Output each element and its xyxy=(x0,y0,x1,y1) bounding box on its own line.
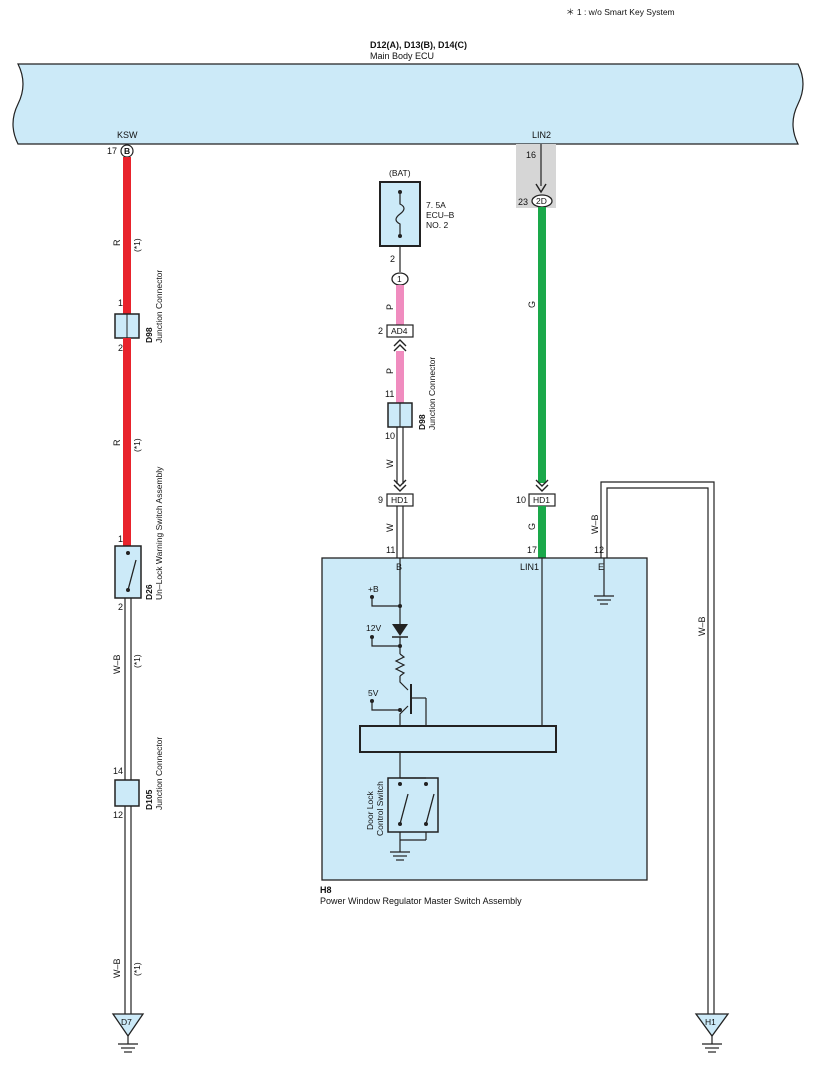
fuse-source: (BAT) xyxy=(389,168,411,178)
h8-5v-label: 5V xyxy=(368,688,379,698)
w-wire-1-label: W xyxy=(385,459,395,468)
ground-h1-label: H1 xyxy=(705,1017,716,1027)
ecu-name: Main Body ECU xyxy=(370,51,434,61)
ksw-connector-label: B xyxy=(124,146,130,156)
wb-left-label-b: W–B xyxy=(112,958,122,978)
hd1-left-pin: 9 xyxy=(378,495,383,505)
ecu-term-lin2: LIN2 xyxy=(532,130,551,140)
green-wire-2-label: G xyxy=(527,523,537,530)
lin2-arrow xyxy=(535,183,547,194)
h8-pin-11: 11 xyxy=(386,545,395,555)
sw-pin-bot: 2 xyxy=(118,602,123,612)
h8-control-ic xyxy=(359,725,557,753)
wb-left-label-a: W–B xyxy=(112,654,122,674)
ground-d7-label: D7 xyxy=(121,1017,132,1027)
pink-wire-2 xyxy=(396,351,404,403)
red-wire-mid xyxy=(123,338,131,546)
h8-term-lin1: LIN1 xyxy=(520,562,539,572)
red-wire-top-mark: (*1) xyxy=(132,238,142,252)
red-wire-mid-label: R xyxy=(112,439,122,446)
j3-id: D98 xyxy=(417,414,427,430)
green-wire-1-label: G xyxy=(527,301,537,308)
wb-right-wire-inner xyxy=(606,487,709,1014)
wb-left-mark-a: (*1) xyxy=(132,654,142,668)
hd1-left-label: HD1 xyxy=(391,495,408,505)
red-wire-top-label: R xyxy=(112,239,122,246)
ground-d7-triangle xyxy=(111,1013,145,1038)
h8-pin-12: 12 xyxy=(594,545,604,555)
hd1-right-label: HD1 xyxy=(533,495,550,505)
door-lock-label-1: Door Lock xyxy=(365,791,375,830)
hd1-right-chevron xyxy=(535,479,549,492)
ground-h1-triangle xyxy=(694,1013,730,1038)
sw-pin-top: 1 xyxy=(118,534,123,544)
h8-diode xyxy=(392,624,408,636)
h8-plus-b-label: +B xyxy=(368,584,379,594)
h8-name: Power Window Regulator Master Switch Ass… xyxy=(320,896,522,906)
ad4-pin: 2 xyxy=(378,326,383,336)
ad4-chevron xyxy=(393,339,407,352)
note-label: ＊ 1 : w/o Smart Key System xyxy=(566,7,675,17)
j2-junction-box xyxy=(114,779,140,807)
door-lock-label-2: Control Switch xyxy=(375,781,385,836)
ksw-pin: 17 xyxy=(107,146,117,156)
unlock-switch-contact xyxy=(127,559,137,591)
j2-pin-bot: 12 xyxy=(113,810,123,820)
fuse-name-1: ECU–B xyxy=(426,210,455,220)
lin-2d-label: 2D xyxy=(536,196,547,206)
h8-term-e: E xyxy=(598,562,604,572)
j1-id: D98 xyxy=(144,327,154,343)
j3-pin-top: 11 xyxy=(385,389,394,399)
h8-id: H8 xyxy=(320,885,332,895)
j2-name: Junction Connector xyxy=(154,737,164,810)
red-wire-mid-mark: (*1) xyxy=(132,438,142,452)
wb-right-wire-outer xyxy=(600,481,715,1014)
ad4-connector xyxy=(386,324,414,338)
h8-12v-label: 12V xyxy=(366,623,381,633)
j3-name: Junction Connector xyxy=(427,357,437,430)
j1-pin-top: 1 xyxy=(118,298,123,308)
ecu-term-ksw: KSW xyxy=(117,130,138,140)
h8-term-b: B xyxy=(396,562,402,572)
fuse-name-2: NO. 2 xyxy=(426,220,448,230)
j1-name: Junction Connector xyxy=(154,270,164,343)
pink-wire-1 xyxy=(396,285,404,325)
h8-pin-17: 17 xyxy=(527,545,537,555)
j2-pin-top: 14 xyxy=(113,766,123,776)
wb-right-label-1: W–B xyxy=(590,514,600,534)
pink-wire-1-label: P xyxy=(385,304,395,310)
j1-pin-bot: 2 xyxy=(118,343,123,353)
red-wire-top xyxy=(123,157,131,314)
main-body-ecu-box xyxy=(12,63,804,145)
j2-id: D105 xyxy=(144,789,154,810)
fuse-element xyxy=(395,192,405,236)
ecu-ids: D12(A), D13(B), D14(C) xyxy=(370,40,467,50)
j3-pin-bot: 10 xyxy=(385,431,395,441)
hd1-left-chevron xyxy=(393,479,407,492)
h8-resistor xyxy=(394,653,406,677)
sw-name: Un–Lock Warning Switch Assembly xyxy=(154,466,164,600)
wb-right-label-2: W–B xyxy=(697,616,707,636)
ad4-label: AD4 xyxy=(391,326,408,336)
pink-wire-2-label: P xyxy=(385,368,395,374)
fuse-rating: 7. 5A xyxy=(426,200,446,210)
lin2-pin-16: 16 xyxy=(526,150,536,160)
wb-left-mark-b: (*1) xyxy=(132,962,142,976)
green-wire-1 xyxy=(538,207,546,483)
lin-pin-23: 23 xyxy=(518,197,528,207)
sw-id: D26 xyxy=(144,584,154,600)
hd1-right-pin: 10 xyxy=(516,495,526,505)
fuse-out-connector-label: 1 xyxy=(397,274,402,284)
h8-master-switch-box xyxy=(321,557,648,881)
fuse-pin: 2 xyxy=(390,254,395,264)
door-lock-control-switch xyxy=(387,777,439,833)
hd1-left-connector xyxy=(386,493,414,507)
w-wire-2-label: W xyxy=(385,523,395,532)
green-wire-2 xyxy=(538,506,546,558)
